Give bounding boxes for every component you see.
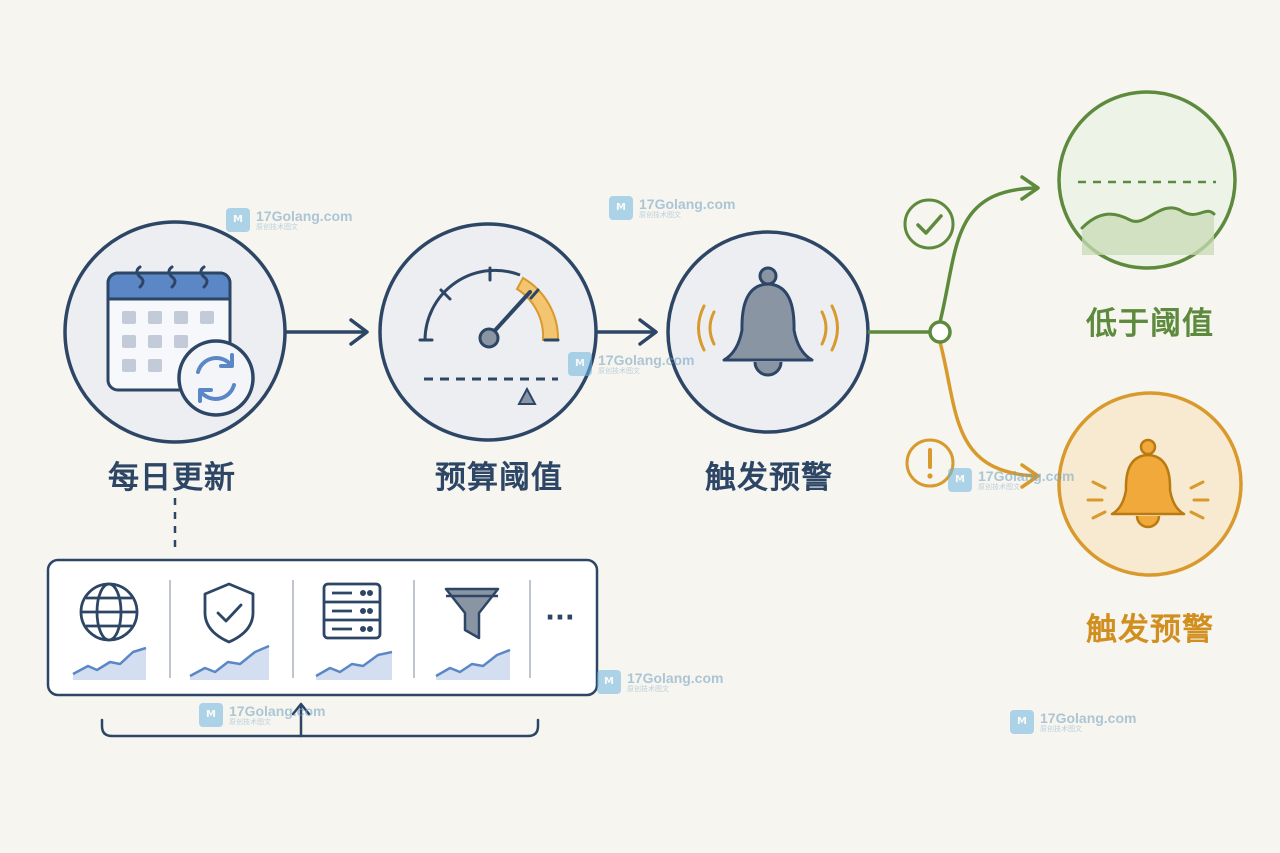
watermark-text: 17Golang.com <box>639 195 736 212</box>
outcome-label-trigger-alert: 触发预警 <box>1086 612 1214 648</box>
trend-sparkline-2 <box>189 644 270 680</box>
gauge-needle <box>487 290 532 339</box>
watermark-logo-icon: M <box>948 468 972 492</box>
watermark-logo-icon: M <box>1010 710 1034 734</box>
arrow-1 <box>284 318 369 346</box>
watermark-text: 17Golang.com <box>598 351 695 368</box>
trend-sparkline-4 <box>435 648 511 680</box>
alert-bell-icon <box>1110 438 1186 529</box>
outcome-trigger-alert <box>1057 391 1243 577</box>
outcome-label-below-threshold: 低于阈值 <box>1086 306 1214 342</box>
server-icon <box>322 582 382 640</box>
watermark-logo-icon: M <box>226 208 250 232</box>
branch-connector <box>868 175 1040 489</box>
watermark-subtext: 原创技术图文 <box>598 366 640 375</box>
alert-rays-icon <box>1086 480 1210 520</box>
step-budget-threshold <box>378 222 598 442</box>
aggregate-bracket <box>100 702 540 738</box>
filter-icon <box>444 587 500 640</box>
step-label-trigger-alert: 触发预警 <box>705 460 833 496</box>
watermark-logo-icon: M <box>597 670 621 694</box>
watermark-subtext: 原创技术图文 <box>639 210 681 219</box>
warning-badge-icon <box>905 438 955 488</box>
refresh-icon <box>177 339 255 417</box>
watermark-logo-icon: M <box>568 352 592 376</box>
globe-icon <box>79 582 139 642</box>
watermark-text: 17Golang.com <box>627 669 724 686</box>
watermark-subtext: 原创技术图文 <box>256 222 298 231</box>
watermark-subtext: 原创技术图文 <box>978 482 1020 491</box>
check-badge-icon <box>903 198 955 250</box>
step-daily-update <box>63 220 287 444</box>
outcome-below-threshold <box>1057 90 1237 270</box>
watermark-logo-icon: M <box>199 703 223 727</box>
trend-sparkline-3 <box>315 650 393 680</box>
watermark-text: 17Golang.com <box>978 467 1075 484</box>
ringing-waves-icon <box>697 304 839 352</box>
data-sources-panel: ··· <box>46 558 599 697</box>
bell-icon <box>722 266 814 377</box>
arrow-2 <box>594 318 658 346</box>
more-sources: ··· <box>545 603 575 633</box>
watermark-text: 17Golang.com <box>229 702 326 719</box>
watermark-subtext: 原创技术图文 <box>1040 724 1082 733</box>
watermark-subtext: 原创技术图文 <box>229 717 271 726</box>
watermark-subtext: 原创技术图文 <box>627 684 669 693</box>
gauge-icon <box>418 266 560 405</box>
trend-sparkline-1 <box>72 646 147 680</box>
step-label-daily-update: 每日更新 <box>108 460 236 496</box>
step-label-budget-threshold: 预算阈值 <box>435 460 563 496</box>
watermark-text: 17Golang.com <box>1040 709 1137 726</box>
shield-check-icon <box>203 582 255 644</box>
watermark-text: 17Golang.com <box>256 207 353 224</box>
level-chart-icon <box>1078 180 1216 255</box>
watermark-logo-icon: M <box>609 196 633 220</box>
step-trigger-alert <box>666 230 870 434</box>
